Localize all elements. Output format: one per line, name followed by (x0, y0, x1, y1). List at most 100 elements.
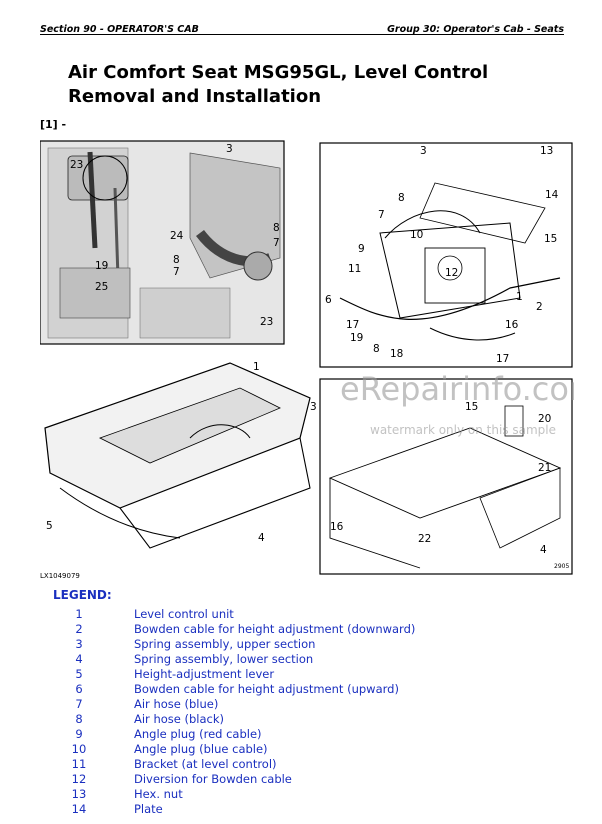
watermark-sub: watermark only on this sample (370, 423, 556, 437)
figure-small-code: 2905 (554, 563, 569, 570)
svg-text:16: 16 (330, 521, 344, 533)
svg-text:9: 9 (358, 243, 365, 255)
svg-text:7: 7 (273, 237, 280, 249)
svg-text:25: 25 (95, 281, 108, 293)
section-title: Section 90 - OPERATOR'S CAB (40, 24, 199, 35)
legend-title: LEGEND: (53, 588, 112, 602)
svg-text:3: 3 (420, 145, 427, 157)
legend-item: 11 Bracket (at level control) (56, 757, 536, 772)
legend-text: Plate (134, 802, 163, 816)
legend-text: Angle plug (blue cable) (134, 742, 268, 756)
svg-text:14: 14 (545, 189, 559, 201)
callout-labels-bottom-left: 1 3 5 4 (46, 361, 317, 544)
legend-number: 5 (75, 667, 83, 681)
photo-panel-seat-base (40, 140, 285, 345)
svg-text:20: 20 (538, 413, 551, 425)
legend-item: 1 Level control unit (56, 607, 536, 622)
legend-text: Angle plug (red cable) (134, 727, 262, 741)
svg-text:15: 15 (544, 233, 557, 245)
legend-number: 3 (75, 637, 83, 651)
svg-text:3: 3 (310, 401, 317, 413)
svg-text:5: 5 (46, 520, 53, 532)
svg-text:1: 1 (516, 291, 523, 303)
legend-number: 8 (75, 712, 83, 726)
legend-number: 10 (71, 742, 87, 756)
callout-labels-top-left: 3 23 24 8 7 19 8 7 25 23 (70, 143, 280, 328)
legend-text: Bowden cable for height adjustment (down… (134, 622, 416, 636)
svg-text:11: 11 (348, 263, 361, 275)
svg-text:23: 23 (260, 316, 273, 328)
legend-text: Bracket (at level control) (134, 757, 277, 771)
exploded-view-illustration: 3 23 24 8 7 19 8 7 25 23 3 13 14 15 8 7 … (40, 140, 574, 580)
figure-reference: [1] - (40, 118, 67, 131)
legend-item: 5 Height-adjustment lever (56, 667, 536, 682)
group-title: Group 30: Operator's Cab - Seats (387, 24, 564, 35)
legend-number: 11 (71, 757, 87, 771)
legend-number: 9 (75, 727, 83, 741)
legend-text: Height-adjustment lever (134, 667, 275, 681)
legend-text: Spring assembly, lower section (134, 652, 314, 666)
svg-text:7: 7 (378, 209, 385, 221)
svg-text:4: 4 (540, 544, 547, 556)
svg-text:19: 19 (95, 260, 108, 272)
svg-text:7: 7 (173, 266, 180, 278)
page-header: Section 90 - OPERATOR'S CAB Group 30: Op… (40, 0, 564, 35)
legend-text: Air hose (black) (134, 712, 224, 726)
legend-item: 8 Air hose (black) (56, 712, 536, 727)
svg-text:8: 8 (173, 254, 180, 266)
legend-number: 14 (71, 802, 87, 816)
legend-text: Level control unit (134, 607, 234, 621)
svg-text:3: 3 (226, 143, 233, 155)
legend-number: 4 (75, 652, 83, 666)
legend-item: 14 Plate (56, 802, 536, 817)
legend-number: 6 (75, 682, 83, 696)
legend-number: 12 (71, 772, 87, 786)
svg-text:17: 17 (346, 319, 359, 331)
svg-text:22: 22 (418, 533, 431, 545)
svg-text:24: 24 (170, 230, 184, 242)
svg-text:16: 16 (505, 319, 519, 331)
legend-item: 9 Angle plug (red cable) (56, 727, 536, 742)
legend-text: Diversion for Bowden cable (134, 772, 292, 786)
drawing-panel-level-control (319, 142, 573, 368)
legend-list: 1 Level control unit 2 Bowden cable for he… (56, 607, 536, 817)
svg-text:17: 17 (496, 353, 509, 365)
legend-number: 13 (71, 787, 87, 801)
legend-item: 4 Spring assembly, lower section (56, 652, 536, 667)
svg-text:15: 15 (465, 401, 478, 413)
svg-text:12: 12 (445, 267, 458, 279)
legend-text: Hex. nut (134, 787, 183, 801)
legend-item: 10 Angle plug (blue cable) (56, 742, 536, 757)
svg-text:1: 1 (253, 361, 260, 373)
svg-text:4: 4 (258, 532, 265, 544)
legend-item: 13 Hex. nut (56, 787, 536, 802)
legend-item: 3 Spring assembly, upper section (56, 637, 536, 652)
svg-text:19: 19 (350, 332, 363, 344)
callout-labels-top-right: 3 13 14 15 8 7 10 9 11 12 6 17 19 8 18 1… (325, 145, 559, 365)
figure-code: LX1049079 (40, 572, 80, 580)
svg-text:21: 21 (538, 462, 551, 474)
legend-item: 7 Air hose (blue) (56, 697, 536, 712)
svg-text:6: 6 (325, 294, 332, 306)
legend-text: Air hose (blue) (134, 697, 219, 711)
drawing-panel-bracket (319, 378, 573, 575)
callout-labels-bottom-right: 15 20 21 16 22 4 (330, 401, 551, 556)
watermark: eRepairinfo.com (340, 370, 574, 408)
drawing-panel-seat-frame (44, 362, 311, 549)
svg-text:13: 13 (540, 145, 553, 157)
svg-text:8: 8 (398, 192, 405, 204)
svg-text:8: 8 (373, 343, 380, 355)
legend-number: 7 (75, 697, 83, 711)
svg-text:23: 23 (70, 159, 83, 171)
legend-number: 1 (75, 607, 83, 621)
svg-text:8: 8 (273, 222, 280, 234)
svg-text:18: 18 (390, 348, 403, 360)
svg-text:10: 10 (410, 229, 423, 241)
legend-text: Spring assembly, upper section (134, 637, 316, 651)
legend-item: 2 Bowden cable for height adjustment (dow… (56, 622, 536, 637)
legend-number: 2 (75, 622, 83, 636)
svg-text:2: 2 (536, 301, 543, 313)
page-title: Air Comfort Seat MSG95GL, Level Control … (68, 62, 489, 107)
legend-item: 12 Diversion for Bowden cable (56, 772, 536, 787)
